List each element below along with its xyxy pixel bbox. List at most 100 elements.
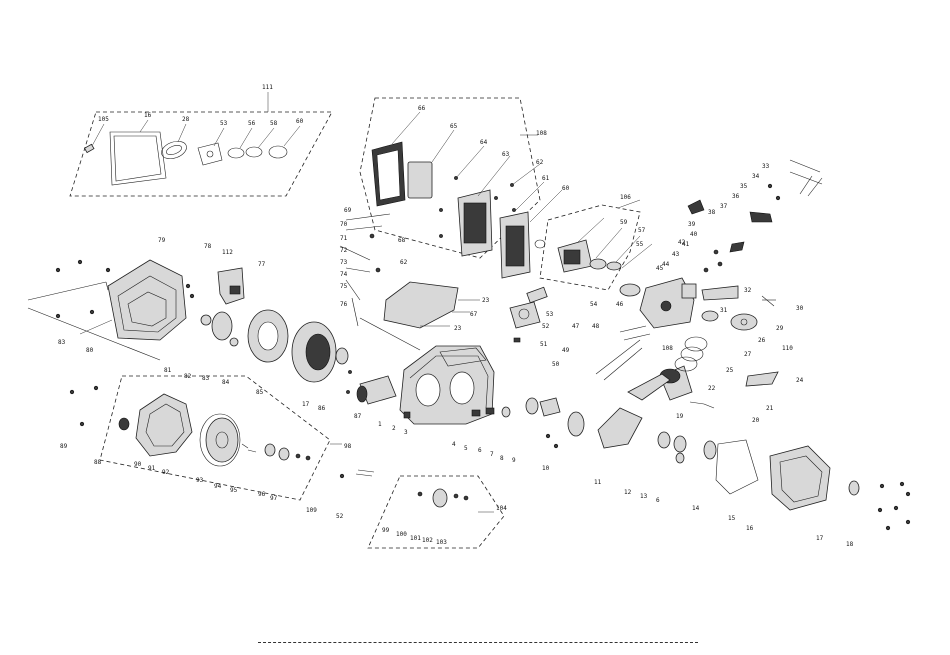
label: 61 — [542, 175, 550, 182]
seal-14 — [703, 440, 717, 460]
fan-cover-assembly — [27, 259, 349, 383]
label: 52 — [542, 323, 550, 330]
label: 88 — [94, 459, 102, 466]
label: 93 — [196, 477, 204, 484]
label: 46 — [616, 301, 624, 308]
group-109 — [69, 375, 342, 501]
cylinder-cover-67 — [383, 281, 459, 329]
handle-89 — [118, 417, 130, 431]
label: 87 — [354, 413, 362, 420]
label: 99 — [382, 527, 390, 534]
filter-element-65 — [407, 161, 433, 199]
group-108: 108 — [359, 97, 563, 279]
label: 51 — [540, 341, 548, 348]
label: 55 — [636, 241, 644, 248]
label: 96 — [258, 491, 266, 498]
gasket-56 — [227, 147, 245, 159]
label: 30 — [796, 305, 804, 312]
label: 101 — [410, 535, 421, 542]
label: 37 — [720, 203, 728, 210]
label: 34 — [752, 173, 760, 180]
gasket-16 — [109, 131, 167, 186]
group-106 — [534, 199, 653, 291]
group-label-108: 108 — [536, 130, 547, 137]
label: 4 — [452, 441, 456, 448]
fan-cover-80 — [107, 259, 187, 341]
label: 97 — [270, 495, 278, 502]
gasket-105 — [83, 143, 95, 154]
label: 98 — [344, 443, 352, 450]
oil-seal-17b — [848, 480, 860, 496]
label: 26 — [758, 337, 766, 344]
label: 44 — [662, 261, 670, 268]
label: 100 — [396, 531, 407, 538]
label: 5 — [464, 445, 468, 452]
label: 16 — [746, 525, 754, 532]
label: 78 — [204, 243, 212, 250]
group-107 — [339, 469, 505, 549]
recoil-cover-90 — [135, 393, 193, 457]
label: 6 — [656, 497, 660, 504]
label: 102 — [422, 537, 433, 544]
part-labels: 105 16 28 53 56 58 60 66 65 64 63 62 61 … — [58, 105, 854, 548]
label: 13 — [640, 493, 648, 500]
label: 83 — [202, 375, 210, 382]
label: 53 — [546, 311, 554, 318]
label: 82 — [184, 373, 192, 380]
label: 67 — [470, 311, 478, 318]
label: 60 — [562, 185, 570, 192]
clip-24 — [745, 371, 779, 387]
label: 77 — [258, 261, 266, 268]
label: 6 — [478, 447, 482, 454]
label: 2 — [392, 425, 396, 432]
label: 112 — [222, 249, 233, 256]
gasket-55 — [606, 261, 622, 271]
label: 62 — [400, 259, 408, 266]
label: 62 — [536, 159, 544, 166]
label: 47 — [572, 323, 580, 330]
label: 91 — [148, 465, 156, 472]
label: 39 — [688, 221, 696, 228]
label: 105 — [98, 116, 109, 123]
label: 90 — [134, 461, 142, 468]
label: 52 — [336, 513, 344, 520]
label: 11 — [594, 479, 602, 486]
label: 35 — [740, 183, 748, 190]
label: 22 — [708, 385, 716, 392]
label: 74 — [340, 271, 348, 278]
ring-27 — [684, 336, 708, 352]
label: 20 — [752, 417, 760, 424]
label: 9 — [512, 457, 516, 464]
label: 25 — [726, 367, 734, 374]
label: 60 — [296, 118, 304, 125]
cylinder-head-area — [509, 159, 823, 409]
nut-81 — [200, 314, 212, 326]
label: 94 — [214, 483, 222, 490]
gasket-58 — [245, 146, 263, 158]
label: 14 — [692, 505, 700, 512]
label: 79 — [158, 237, 166, 244]
label: 15 — [728, 515, 736, 522]
label: 40 — [690, 231, 698, 238]
label: 95 — [230, 487, 238, 494]
label: 41 — [682, 241, 690, 248]
label: 66 — [418, 105, 426, 112]
label: 7 — [490, 451, 494, 458]
connecting-rod-19 — [627, 373, 671, 401]
label: 8 — [500, 455, 504, 462]
label: 32 — [744, 287, 752, 294]
label: 48 — [592, 323, 600, 330]
label: 71 — [340, 235, 348, 242]
footer-rule — [258, 642, 698, 643]
label: 16 — [144, 112, 152, 119]
label: 110 — [782, 345, 793, 352]
gear-102 — [432, 488, 448, 508]
label: 65 — [450, 123, 458, 130]
label: 72 — [340, 247, 348, 254]
crankcase-cover-16 — [769, 445, 831, 511]
label: 10 — [542, 465, 550, 472]
control-rods — [339, 213, 480, 351]
insulator-57 — [589, 258, 607, 270]
label: 23 — [482, 297, 490, 304]
